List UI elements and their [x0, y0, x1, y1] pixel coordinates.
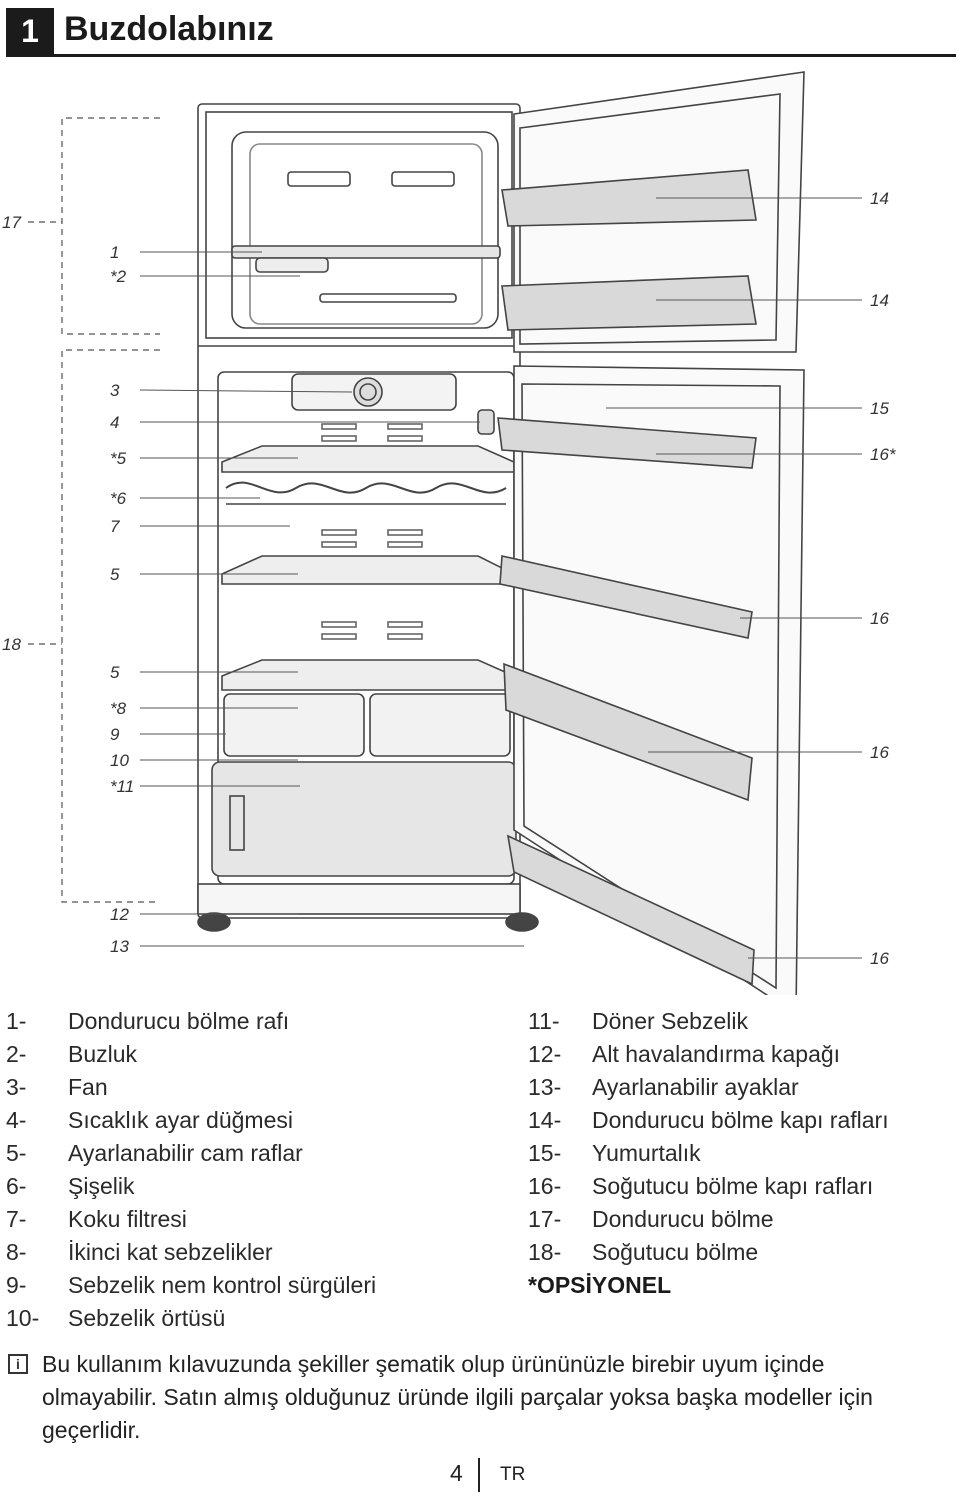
- legend-item: 9-Sebzelik nem kontrol sürgüleri: [6, 1272, 377, 1298]
- legend-item: 1-Dondurucu bölme rafı: [6, 1008, 290, 1034]
- egg-tray: [497, 417, 757, 469]
- callout-14-bottom: 14: [870, 291, 889, 310]
- header-divider: [6, 54, 956, 57]
- adjustable-foot-left: [197, 912, 231, 932]
- legend-item: 18-Soğutucu bölme: [528, 1239, 759, 1265]
- callout-1: 1: [110, 243, 119, 262]
- page-number: 4: [450, 1460, 463, 1486]
- fridge-door-shelf-1: [499, 555, 753, 639]
- callout-4: 4: [110, 413, 119, 432]
- crisper-left: [223, 693, 365, 757]
- legend-item: 6-Şişelik: [6, 1173, 135, 1199]
- crisper-right: [369, 693, 511, 757]
- bottom-vent: [197, 883, 521, 915]
- callout-18: 18: [2, 635, 21, 654]
- fan: [353, 377, 383, 407]
- freezer-door-shelf-1: [501, 169, 757, 227]
- callout-3: 3: [110, 381, 120, 400]
- callout-7: 7: [110, 517, 120, 536]
- thermostat-knob: [477, 409, 495, 435]
- bottle-rack: [225, 481, 507, 494]
- callout-17: 17: [2, 213, 21, 232]
- legend-item: 11-Döner Sebzelik: [528, 1008, 748, 1034]
- callout-16-a: 16: [870, 609, 889, 628]
- callout-5-top: *5: [110, 449, 127, 468]
- legend-item: 10-Sebzelik örtüsü: [6, 1305, 226, 1331]
- callout-16-star: 16*: [870, 445, 897, 464]
- callout-13: 13: [110, 937, 129, 956]
- ice-tray: [255, 257, 329, 273]
- legend-item: 14-Dondurucu bölme kapı rafları: [528, 1107, 889, 1133]
- callout-6: *6: [110, 489, 127, 508]
- legend-item: 16-Soğutucu bölme kapı rafları: [528, 1173, 874, 1199]
- legend-item: 17-Dondurucu bölme: [528, 1206, 774, 1232]
- footer-divider: [478, 1458, 480, 1492]
- callout-5-bottom: 5: [110, 663, 120, 682]
- rotating-crisper: [211, 761, 517, 877]
- freezer-shelf: [231, 245, 501, 259]
- legend-item: 5-Ayarlanabilir cam raflar: [6, 1140, 303, 1166]
- callout-15: 15: [870, 399, 889, 418]
- chapter-number: 1: [6, 8, 54, 54]
- fridge-door-shelf-3: [506, 834, 755, 986]
- freezer-door-shelf-2: [501, 275, 757, 331]
- disclaimer-note: Bu kullanım kılavuzunda şekiller şematik…: [42, 1351, 873, 1443]
- callout-16-c: 16: [870, 949, 889, 968]
- optional-label: *OPSİYONEL: [528, 1272, 672, 1298]
- language-code: TR: [500, 1464, 526, 1485]
- glass-shelf-bottom: [221, 659, 515, 691]
- callout-2: *2: [110, 267, 127, 286]
- page-header: 1 Buzdolabınız: [6, 8, 956, 57]
- legend-item: 2-Buzluk: [6, 1041, 138, 1067]
- parts-legend-right: 11-Döner Sebzelik 12-Alt havalandırma ka…: [528, 1005, 889, 1302]
- freezer-compartment: [231, 131, 499, 329]
- legend-item: 4-Sıcaklık ayar düğmesi: [6, 1107, 293, 1133]
- legend-item: 3-Fan: [6, 1074, 108, 1100]
- callout-11: *11: [110, 777, 134, 796]
- legend-item: 7-Koku filtresi: [6, 1206, 187, 1232]
- fridge-door-shelf-2: [503, 662, 753, 802]
- callout-10: 10: [110, 751, 129, 770]
- adjustable-foot-right: [505, 912, 539, 932]
- parts-legend-left: 1-Dondurucu bölme rafı 2-Buzluk 3-Fan 4-…: [6, 1005, 376, 1335]
- legend-item: 12-Alt havalandırma kapağı: [528, 1041, 841, 1067]
- callout-16-b: 16: [870, 743, 889, 762]
- legend-item: 8-İkinci kat sebzelikler: [6, 1239, 273, 1265]
- callout-9: 9: [110, 725, 120, 744]
- glass-shelf-top: [221, 445, 515, 473]
- page-title: Buzdolabınız: [64, 10, 274, 48]
- callout-5-middle: 5: [110, 565, 120, 584]
- glass-shelf-middle: [221, 555, 515, 585]
- callout-14-top: 14: [870, 189, 889, 208]
- info-icon: i: [8, 1354, 28, 1374]
- legend-item: 15-Yumurtalık: [528, 1140, 701, 1166]
- callout-8: *8: [110, 699, 127, 718]
- refrigerator-diagram: 17 18 1 *2 3 4 *5 *6 7 5 5 *8 9 10 *11 1…: [2, 71, 897, 995]
- legend-item: 13-Ayarlanabilir ayaklar: [528, 1074, 799, 1100]
- callout-12: 12: [110, 905, 129, 924]
